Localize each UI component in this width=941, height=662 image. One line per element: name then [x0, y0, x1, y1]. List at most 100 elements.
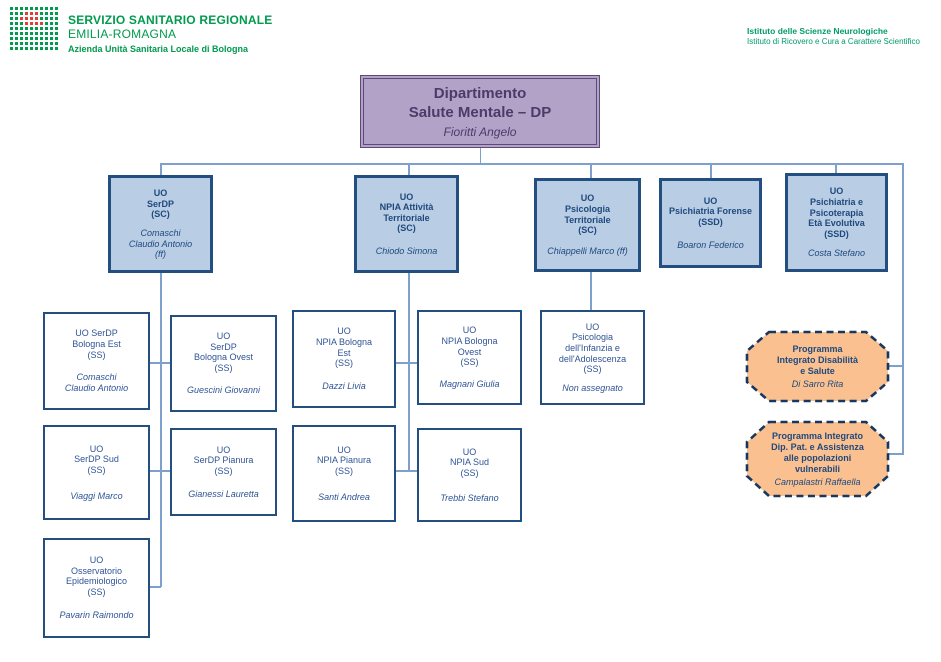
- subunit-box-serdp-sud: UO SerDP Sud (SS) Viaggi Marco: [43, 425, 150, 520]
- org-header: SERVIZIO SANITARIO REGIONALE EMILIA-ROMA…: [68, 13, 273, 54]
- institute-name: Istituto delle Scienze Neurologiche: [747, 26, 888, 36]
- subunit-title: UO NPIA Sud (SS): [449, 446, 490, 478]
- logo-dot: [30, 17, 34, 21]
- unit-box-psicoterapia-eta-evolutiva: UO Psichiatria e Psicoterapia Età Evolut…: [785, 173, 888, 272]
- logo-dot: [15, 12, 19, 16]
- subunit-director: Magnani Giulia: [439, 379, 500, 390]
- connector-drop-psicologia: [590, 164, 592, 178]
- department-title: Dipartimento Salute Mentale – DP: [408, 84, 552, 122]
- logo-dot: [40, 32, 44, 36]
- logo-dot: [10, 47, 14, 51]
- octagon-shape: [745, 330, 890, 403]
- unit-box-psicologia: UO Psicologia Territoriale (SC) Chiappel…: [534, 178, 641, 272]
- logo-dot: [25, 12, 29, 16]
- program-box-popolazioni-vulnerabili: Programma Integrato Dip. Pat. e Assisten…: [745, 420, 890, 498]
- program-box-disabilita-salute: Programma Integrato Disabilità e Salute …: [745, 330, 890, 403]
- subunit-title: UO SerDP Bologna Est (SS): [72, 328, 121, 360]
- subunit-title: UO NPIA Pianura (SS): [316, 444, 372, 476]
- logo-dot: [50, 32, 54, 36]
- logo-dot: [45, 42, 49, 46]
- logo-dot: [35, 7, 39, 11]
- logo-dot: [25, 37, 29, 41]
- logo-dot: [50, 7, 54, 11]
- institute-subtitle: Istituto di Ricovero e Cura a Carattere …: [747, 36, 920, 46]
- subunit-box-serdp-pianura: UO SerDP Pianura (SS) Gianessi Lauretta: [170, 428, 277, 516]
- logo-dot: [15, 7, 19, 11]
- connector-main-horizontal: [160, 163, 904, 165]
- logo-dot: [20, 47, 24, 51]
- logo-dot: [45, 47, 49, 51]
- logo-dot: [10, 22, 14, 26]
- logo-dot: [20, 27, 24, 31]
- subunit-director: Trebbi Stefano: [440, 492, 499, 503]
- logo-dot: [30, 42, 34, 46]
- subunit-director: Non assegnato: [562, 382, 623, 393]
- subunit-title: UO NPIA Bologna Est (SS): [315, 326, 373, 369]
- logo-dot: [15, 17, 19, 21]
- subunit-title: UO SerDP Pianura (SS): [193, 444, 254, 476]
- unit-director: Chiappelli Marco (ff): [547, 246, 628, 257]
- octagon-shape: [745, 420, 890, 498]
- org-name: SERVIZIO SANITARIO REGIONALE: [68, 13, 273, 27]
- connector-npia-stub2: [396, 470, 418, 472]
- logo-dot: [45, 32, 49, 36]
- department-box: Dipartimento Salute Mentale – DP Fioritt…: [360, 75, 600, 148]
- unit-title: UO Psichiatria Forense (SSD): [668, 195, 753, 227]
- connector-root-drop: [479, 148, 481, 163]
- logo-dot: [10, 12, 14, 16]
- subunit-title: UO NPIA Bologna Ovest (SS): [441, 325, 498, 368]
- logo-dot: [15, 47, 19, 51]
- unit-box-psichiatria-forense: UO Psichiatria Forense (SSD) Boaron Fede…: [659, 178, 762, 268]
- logo-dot: [40, 42, 44, 46]
- logo-dot: [30, 27, 34, 31]
- unit-box-npia: UO NPIA Attività Territoriale (SC) Chiod…: [354, 175, 459, 273]
- logo-dot: [45, 7, 49, 11]
- program-director: Campalastri Raffaella: [774, 476, 861, 487]
- logo-dot: [40, 12, 44, 16]
- unit-director: Costa Stefano: [807, 247, 866, 258]
- subunit-title: UO SerDP Sud (SS): [74, 443, 119, 476]
- logo-dot: [55, 27, 59, 31]
- connector-npia-vertical: [408, 273, 410, 470]
- logo-dot: [30, 32, 34, 36]
- org-azienda: Azienda Unità Sanitaria Locale di Bologn…: [68, 43, 249, 54]
- connector-drop-forense: [710, 164, 712, 178]
- subunit-director: Pavarin Raimondo: [59, 610, 134, 621]
- connector-serdp-vertical: [160, 273, 162, 587]
- logo-dot: [35, 37, 39, 41]
- logo-dot: [55, 32, 59, 36]
- connector-right-vertical: [902, 163, 904, 455]
- subunit-box-npia-pianura: UO NPIA Pianura (SS) Santi Andrea: [292, 425, 396, 522]
- logo-dot: [30, 37, 34, 41]
- logo-dot: [25, 47, 29, 51]
- logo-dot: [30, 47, 34, 51]
- logo-dot: [50, 47, 54, 51]
- logo-dot: [10, 42, 14, 46]
- subunit-box-npia-bologna-est: UO NPIA Bologna Est (SS) Dazzi Livia: [292, 310, 396, 408]
- logo-dot: [30, 12, 34, 16]
- subunit-director: Comaschi Claudio Antonio: [64, 372, 129, 394]
- unit-director: Chiodo Simona: [375, 245, 438, 256]
- logo-dot: [10, 7, 14, 11]
- logo-dot: [50, 37, 54, 41]
- connector-serdp-stub2: [150, 470, 170, 472]
- logo-dot: [25, 27, 29, 31]
- logo-dot: [20, 22, 24, 26]
- logo-dot: [40, 47, 44, 51]
- connector-drop-npia: [408, 164, 410, 175]
- unit-director: Comaschi Claudio Antonio (ff): [128, 228, 193, 260]
- logo-dot: [15, 42, 19, 46]
- subunit-director: Viaggi Marco: [70, 490, 123, 501]
- logo-dot: [55, 12, 59, 16]
- subunit-title: UO Osservatorio Epidemiologico (SS): [65, 554, 128, 597]
- logo-dot: [15, 32, 19, 36]
- logo-dot: [35, 42, 39, 46]
- subunit-title: UO Psicologia dell'Infanzia e dell'Adole…: [558, 321, 627, 375]
- connector-drop-psicoterapia: [835, 164, 837, 173]
- logo-dot: [45, 22, 49, 26]
- logo-dot: [50, 22, 54, 26]
- subunit-box-npia-sud: UO NPIA Sud (SS) Trebbi Stefano: [417, 428, 522, 522]
- logo-dot: [40, 22, 44, 26]
- connector-program2-stub: [886, 453, 903, 455]
